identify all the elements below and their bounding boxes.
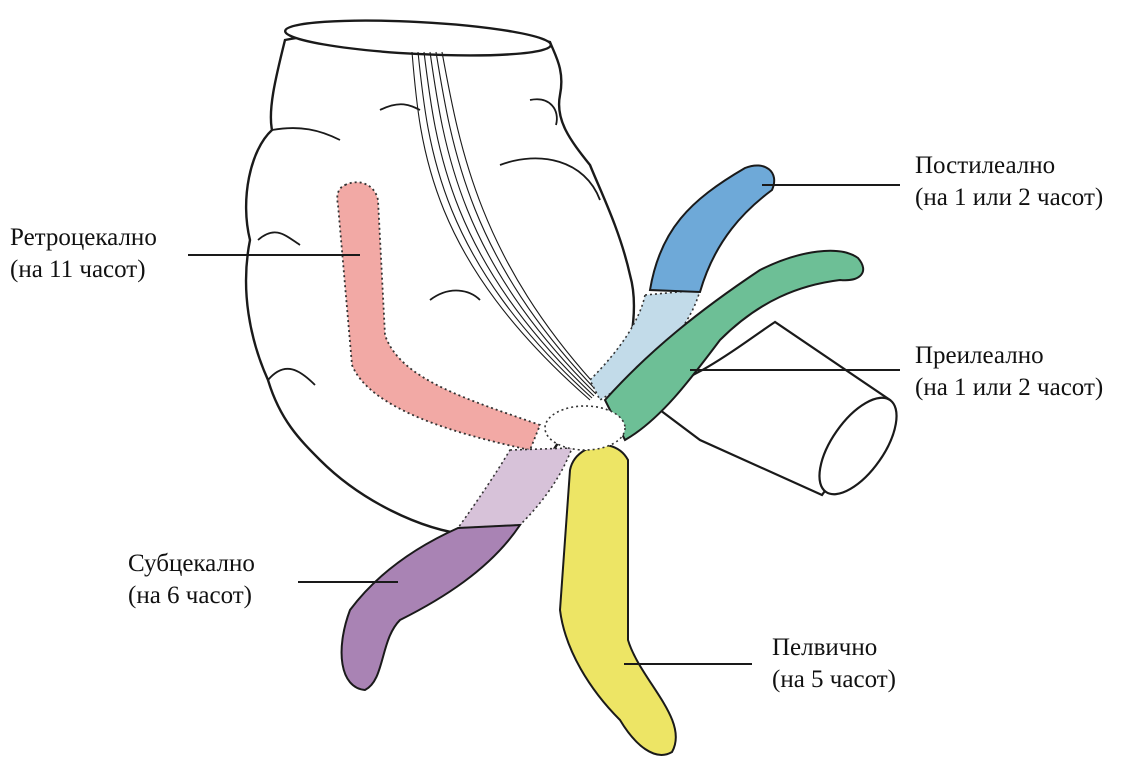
label-retrocecal: Ретроцекално (на 11 часот) (10, 222, 157, 286)
ileocecal-junction (545, 406, 625, 450)
appendix-pelvic (560, 445, 676, 755)
label-preileal: Преилеално (на 1 или 2 часот) (915, 340, 1103, 404)
appendix-subcecal (342, 525, 520, 690)
label-pelvic: Пелвично (на 5 часот) (772, 632, 896, 696)
label-postileal: Постилеално (на 1 или 2 часот) (915, 150, 1103, 214)
label-preileal-name: Преилеално (915, 340, 1103, 372)
label-subcecal: Субцекално (на 6 часот) (128, 548, 255, 612)
label-postileal-freq: (на 1 или 2 часот) (915, 182, 1103, 214)
label-preileal-freq: (на 1 или 2 часот) (915, 372, 1103, 404)
label-subcecal-freq: (на 6 часот) (128, 580, 255, 612)
label-retrocecal-name: Ретроцекално (10, 222, 157, 254)
label-pelvic-freq: (на 5 часот) (772, 664, 896, 696)
label-pelvic-name: Пелвично (772, 632, 896, 664)
label-subcecal-name: Субцекално (128, 548, 255, 580)
label-retrocecal-freq: (на 11 часот) (10, 254, 157, 286)
label-postileal-name: Постилеално (915, 150, 1103, 182)
